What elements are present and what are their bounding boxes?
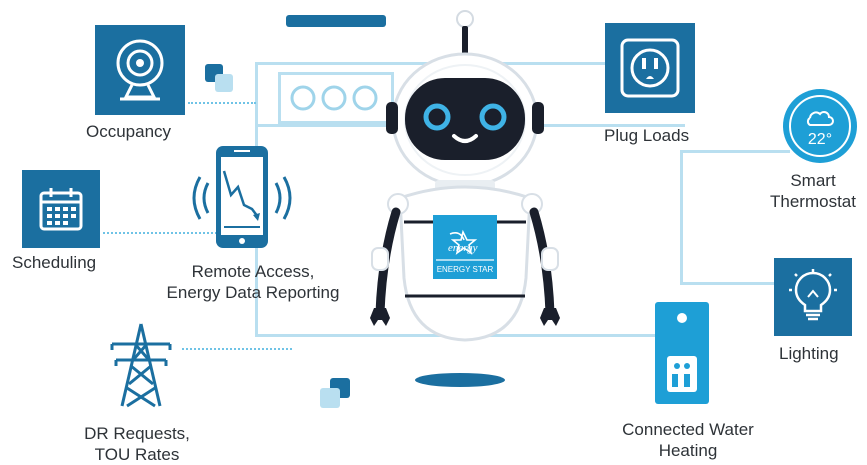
- remote-access-line2: Energy Data Reporting: [166, 283, 340, 302]
- plug-loads-tile: [605, 23, 695, 113]
- decor-squares-top: [205, 64, 237, 96]
- plug-loads-label: Plug Loads: [604, 126, 690, 145]
- water-heating-line2: Heating: [658, 441, 718, 460]
- frame-line-right: [680, 150, 683, 285]
- occupancy-connector: [188, 102, 256, 104]
- water-heater-icon: [655, 302, 709, 404]
- remote-access-line1: Remote Access,: [191, 262, 315, 281]
- lighting-tile: [774, 258, 852, 336]
- webcam-icon: [116, 39, 164, 101]
- badge-name: ENERGY STAR: [437, 265, 494, 274]
- scheduling-tile: [22, 170, 100, 248]
- frame-line-right-h2: [680, 282, 780, 285]
- water-heater-block: [653, 300, 711, 406]
- scheduling-connector: [103, 232, 253, 234]
- water-heating-label: Connected Water Heating: [598, 419, 778, 461]
- power-tower-icon: [110, 323, 172, 408]
- power-tower-block: [108, 322, 174, 408]
- occupancy-tile: [95, 25, 185, 115]
- dr-requests-label: DR Requests, TOU Rates: [62, 423, 212, 465]
- frame-line-right-h: [680, 150, 790, 153]
- thermostat-label-line1: Smart: [790, 171, 836, 190]
- lightbulb-icon: [789, 269, 837, 321]
- remote-access-label: Remote Access, Energy Data Reporting: [158, 261, 348, 303]
- thermostat-tile: 22°: [782, 88, 858, 164]
- top-bar: [286, 15, 386, 27]
- control-panel: [278, 72, 394, 124]
- calendar-icon: [39, 188, 83, 231]
- lighting-label: Lighting: [779, 344, 839, 363]
- decor-squares-bottom: [320, 378, 354, 412]
- thermostat-icon: 22°: [783, 89, 857, 163]
- smartphone-chart-icon: [192, 146, 292, 248]
- dr-requests-line1: DR Requests,: [84, 424, 190, 443]
- dr-requests-line2: TOU Rates: [94, 445, 180, 464]
- scheduling-label: Scheduling: [12, 253, 97, 272]
- thermostat-label-line2: Thermostat: [770, 192, 856, 211]
- water-heating-line1: Connected Water: [622, 420, 754, 439]
- power-outlet-icon: [620, 38, 680, 98]
- thermostat-label: Smart Thermostat: [757, 170, 867, 212]
- badge-script: energy: [448, 242, 478, 254]
- robot-illustration: energy ENERGY STAR: [360, 8, 580, 396]
- smartphone-block: [186, 143, 298, 253]
- panel-circles: [290, 85, 378, 111]
- occupancy-label: Occupancy: [86, 122, 172, 141]
- thermostat-temp: 22°: [808, 131, 832, 148]
- dr-connector: [182, 348, 292, 350]
